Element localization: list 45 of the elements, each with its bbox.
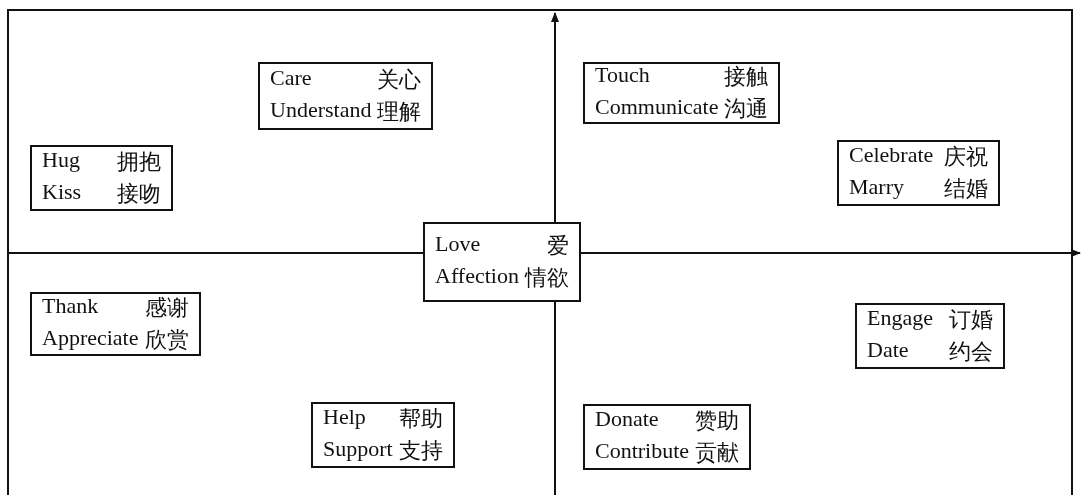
chinese-term: 赞助 [695, 407, 740, 435]
english-term: Understand [270, 97, 372, 124]
english-term: Date [867, 337, 910, 364]
term-box [855, 303, 1005, 369]
english-term: Support [323, 436, 393, 463]
term-box [30, 145, 173, 211]
chinese-term: 拥抱 [117, 148, 161, 176]
chinese-term: 理解 [377, 98, 422, 126]
english-term: Engage [867, 305, 933, 332]
chinese-term: 订婚 [949, 306, 993, 334]
term-box [258, 62, 434, 130]
english-term: Appreciate [42, 325, 139, 352]
chinese-term: 庆祝 [944, 143, 988, 171]
english-term: Marry [849, 174, 905, 201]
english-term: Affection [435, 263, 519, 290]
chinese-term: 爱 [545, 232, 569, 260]
chinese-term: 沟通 [724, 95, 769, 123]
term-box [837, 140, 1000, 206]
chinese-term: 感谢 [144, 294, 189, 322]
chinese-term: 约会 [949, 338, 993, 366]
english-term: Love [435, 231, 482, 258]
chinese-term: 关心 [377, 66, 422, 94]
english-term: Communicate [595, 94, 719, 121]
chinese-term: 接触 [724, 63, 769, 91]
english-term: Celebrate [849, 142, 934, 169]
english-term: Kiss [42, 179, 82, 206]
english-term: Care [270, 65, 313, 92]
term-box [30, 292, 201, 356]
chinese-term: 支持 [398, 437, 443, 465]
term-box [583, 62, 781, 124]
term-box [583, 404, 752, 470]
english-term: Help [323, 404, 367, 431]
chinese-term: 接吻 [117, 180, 161, 208]
english-term: Touch [595, 62, 651, 89]
chinese-term: 帮助 [398, 405, 443, 433]
chinese-term: 结婚 [944, 175, 988, 203]
english-term: Hug [42, 147, 81, 174]
chinese-term: 欣赏 [144, 326, 189, 354]
english-term: Thank [42, 293, 100, 320]
term-box [311, 402, 455, 468]
chinese-term: 贡献 [695, 439, 740, 467]
english-term: Contribute [595, 438, 690, 465]
english-term: Donate [595, 406, 660, 433]
term-box [423, 222, 581, 302]
chinese-term: 情欲 [524, 264, 569, 292]
